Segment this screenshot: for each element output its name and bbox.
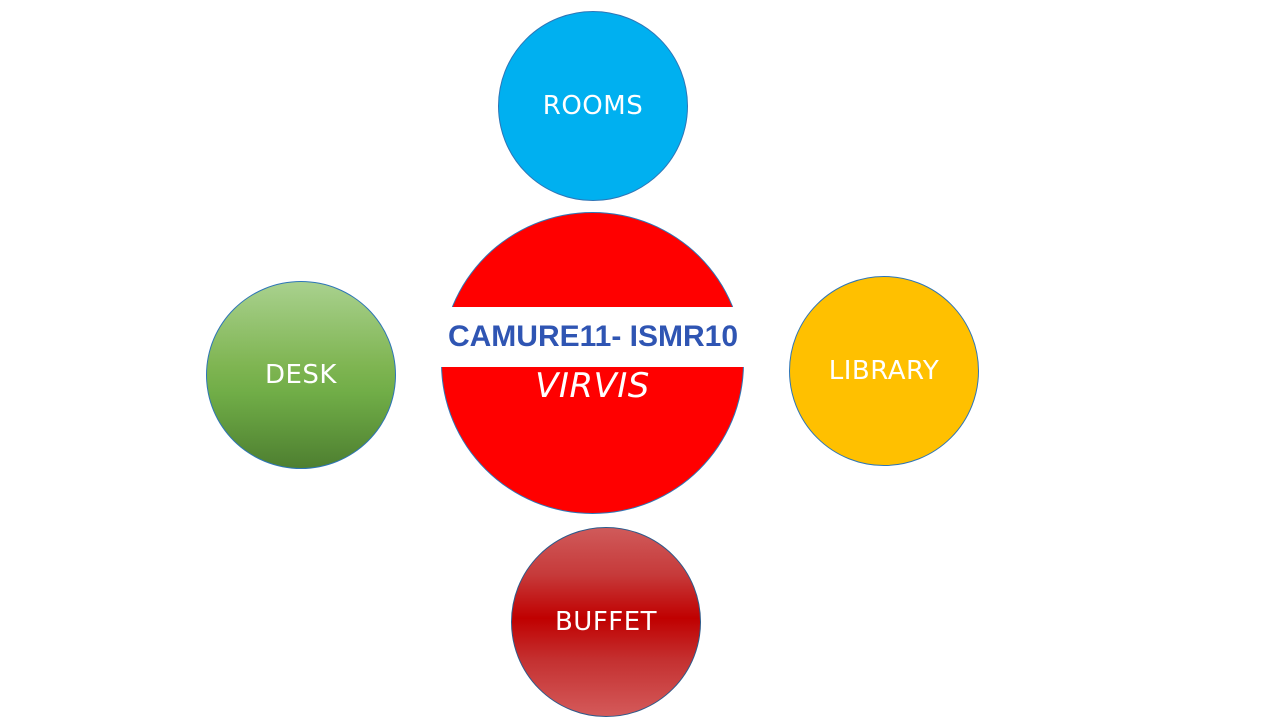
- desk-node[interactable]: DESK: [206, 281, 396, 469]
- rooms-node[interactable]: ROOMS: [498, 11, 688, 201]
- buffet-label: BUFFET: [554, 607, 658, 637]
- library-node[interactable]: LIBRARY: [789, 276, 979, 466]
- buffet-node[interactable]: BUFFET: [511, 527, 701, 717]
- center-subtitle: VIRVIS: [535, 366, 650, 406]
- center-title: CAMURE11- ISMR10: [447, 320, 739, 353]
- rooms-label: ROOMS: [542, 91, 644, 121]
- desk-label: DESK: [264, 360, 337, 390]
- library-label: LIBRARY: [828, 356, 940, 386]
- center-title-band: CAMURE11- ISMR10: [426, 307, 760, 367]
